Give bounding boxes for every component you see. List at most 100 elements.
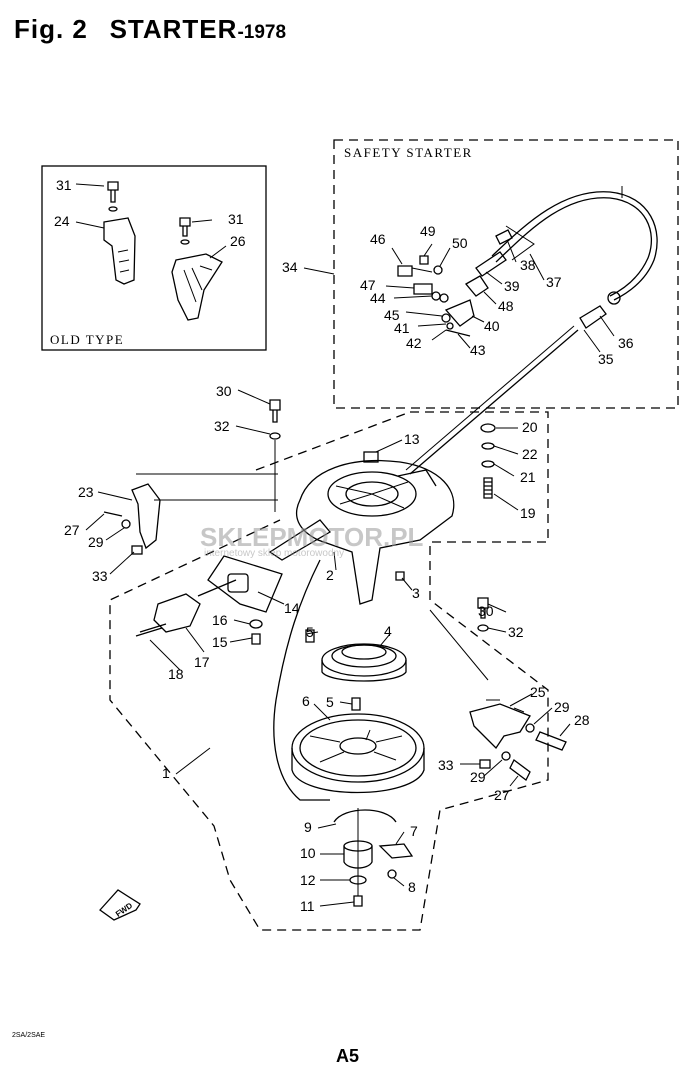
part-number-4: 4 (384, 623, 392, 639)
part-number-6: 6 (302, 693, 310, 709)
washer-32a (269, 432, 281, 440)
part-number-17: 17 (194, 654, 210, 670)
part-number-27: 27 (494, 787, 510, 803)
old-type-box: OLD TYPE (41, 165, 267, 351)
part-number-25: 25 (530, 684, 546, 700)
nut-13 (363, 451, 379, 463)
part-number-33: 33 (92, 568, 108, 584)
part-number-36: 36 (618, 335, 634, 351)
part-number-10: 10 (300, 845, 316, 861)
starter-rope (273, 559, 330, 801)
fwd-direction-tag: FWD (99, 889, 141, 921)
part-number-48: 48 (498, 298, 514, 314)
bolt-30b (477, 597, 489, 619)
washer-21 (481, 460, 495, 468)
figure-title: Fig. 2 STARTER-1978 (14, 14, 286, 45)
washer-29b (525, 723, 535, 733)
part-number-29: 29 (554, 699, 570, 715)
part-number-42: 42 (406, 335, 422, 351)
bolt-27a (103, 511, 123, 517)
cable-fitting-38 (495, 229, 513, 245)
cable-end-36 (579, 305, 607, 329)
bolt-30a (269, 399, 281, 423)
handle-17 (153, 593, 201, 633)
part-number-38: 38 (520, 257, 536, 273)
bracket-25 (469, 699, 531, 750)
part-number-41: 41 (394, 320, 410, 336)
watermark-tagline: internetowy sklep motorowodny (204, 548, 344, 559)
pin-43 (445, 329, 471, 337)
spring-9 (333, 809, 397, 823)
part-number-16: 16 (212, 612, 228, 628)
bolt-27b (509, 759, 531, 781)
part-number-40: 40 (484, 318, 500, 334)
part-number-7: 7 (410, 823, 418, 839)
screw-49 (419, 255, 429, 265)
part-number-29: 29 (470, 769, 486, 785)
pin-5b (351, 697, 361, 711)
part-number-14: 14 (284, 600, 300, 616)
spring-19 (483, 477, 493, 499)
part-number-12: 12 (300, 872, 316, 888)
watermark-brand: SKLEPMOTOR.PL (200, 522, 424, 552)
part-number-22: 22 (522, 446, 538, 462)
part-number-46: 46 (370, 231, 386, 247)
washer-22 (481, 442, 495, 450)
safety-starter-box-title: SAFETY STARTER (344, 145, 473, 160)
washer-32b (477, 624, 489, 632)
assembly-outline-1 (109, 411, 549, 931)
part-number-19: 19 (520, 505, 536, 521)
nut-41 (446, 322, 454, 330)
part-number-11: 11 (300, 898, 315, 914)
bolt-28 (535, 731, 567, 751)
footer-page-number: A5 (336, 1046, 360, 1066)
part-number-13: 13 (404, 431, 420, 447)
part-number-34: 34 (282, 259, 298, 275)
part-number-23: 23 (78, 484, 94, 500)
part-number-3: 3 (412, 585, 420, 601)
part-number-20: 20 (522, 419, 538, 435)
washer-29a (121, 519, 131, 529)
pawl-7 (378, 843, 414, 859)
part-number-39: 39 (504, 278, 520, 294)
part-number-31: 31 (228, 211, 244, 227)
nut-33a (131, 545, 143, 555)
pulley-6 (291, 713, 425, 794)
bracket-26 (171, 253, 223, 321)
lever-40 (444, 299, 475, 327)
washer-16 (249, 619, 263, 629)
part-number-8: 8 (408, 879, 416, 895)
bolt-46 (397, 265, 413, 277)
collar-47 (413, 283, 433, 295)
part-number-28: 28 (574, 712, 590, 728)
part-number-26: 26 (230, 233, 246, 249)
washer-29c (501, 751, 511, 761)
part-number-32: 32 (508, 624, 524, 640)
part-number-29: 29 (88, 534, 104, 550)
nut-20 (480, 423, 496, 433)
part-number-27: 27 (64, 522, 80, 538)
bracket-24 (103, 217, 136, 285)
part-number-44: 44 (370, 290, 386, 306)
part-number-31: 31 (56, 177, 72, 193)
nut-33b (479, 759, 491, 769)
footer-model-code: 2SA/2SAE (12, 1032, 46, 1039)
old-type-box-title: OLD TYPE (50, 332, 124, 347)
safety-starter-box: SAFETY STARTER (303, 139, 679, 475)
part-number-2: 2 (326, 567, 334, 583)
washer-44 (431, 291, 441, 301)
washer-50 (433, 265, 443, 275)
bracket-23 (131, 483, 161, 550)
part-number-9: 9 (304, 819, 312, 835)
part-number-30: 30 (216, 383, 232, 399)
bolt-15 (251, 633, 261, 645)
part-number-5: 5 (306, 624, 314, 640)
plate-14 (207, 555, 283, 613)
bolt-31 (107, 181, 119, 203)
spring-case-4 (321, 643, 407, 682)
rod-35 (409, 329, 579, 475)
bolt-11 (353, 895, 363, 907)
part-number-32: 32 (214, 418, 230, 434)
